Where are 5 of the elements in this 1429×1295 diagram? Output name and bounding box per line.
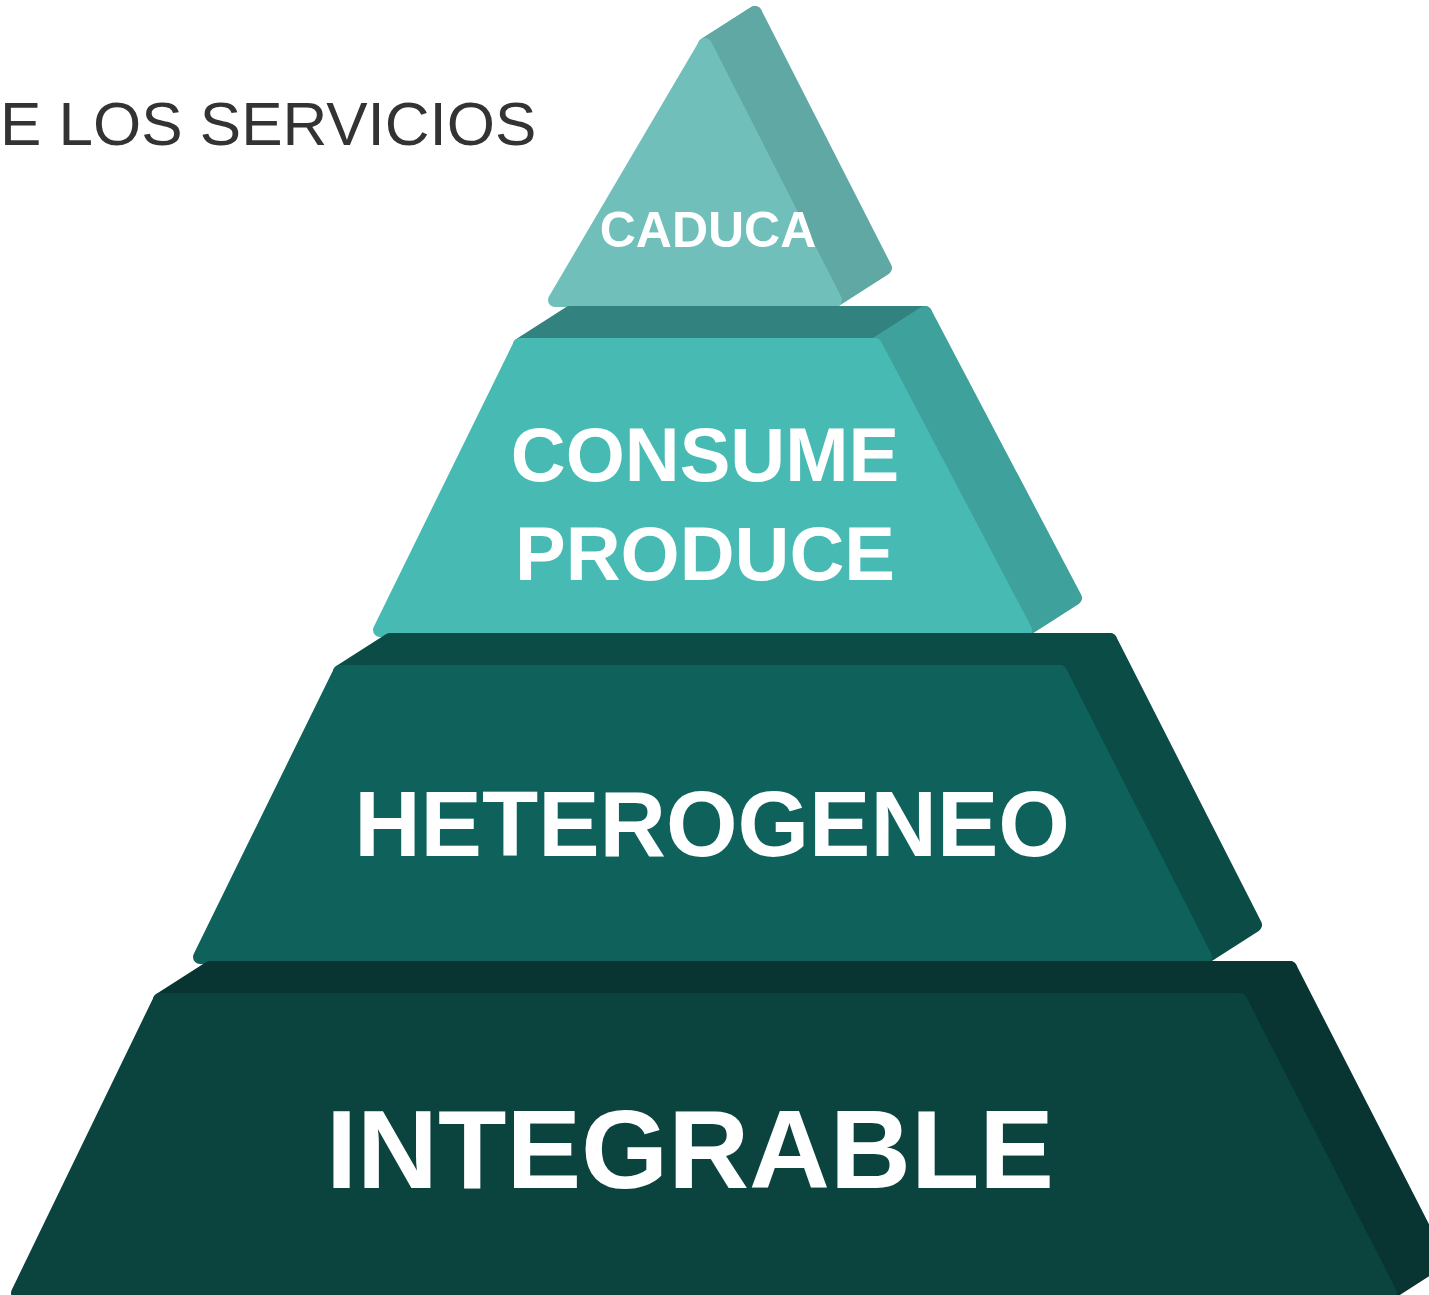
layer-label: CADUCA	[598, 200, 818, 260]
layer-label: HETEROGENEO	[353, 772, 1071, 877]
layer-label: INTEGRABLE	[325, 1086, 1055, 1214]
title: E LOS SERVICIOS	[0, 88, 537, 159]
layer-label: CONSUME PRODUCE	[509, 411, 901, 598]
